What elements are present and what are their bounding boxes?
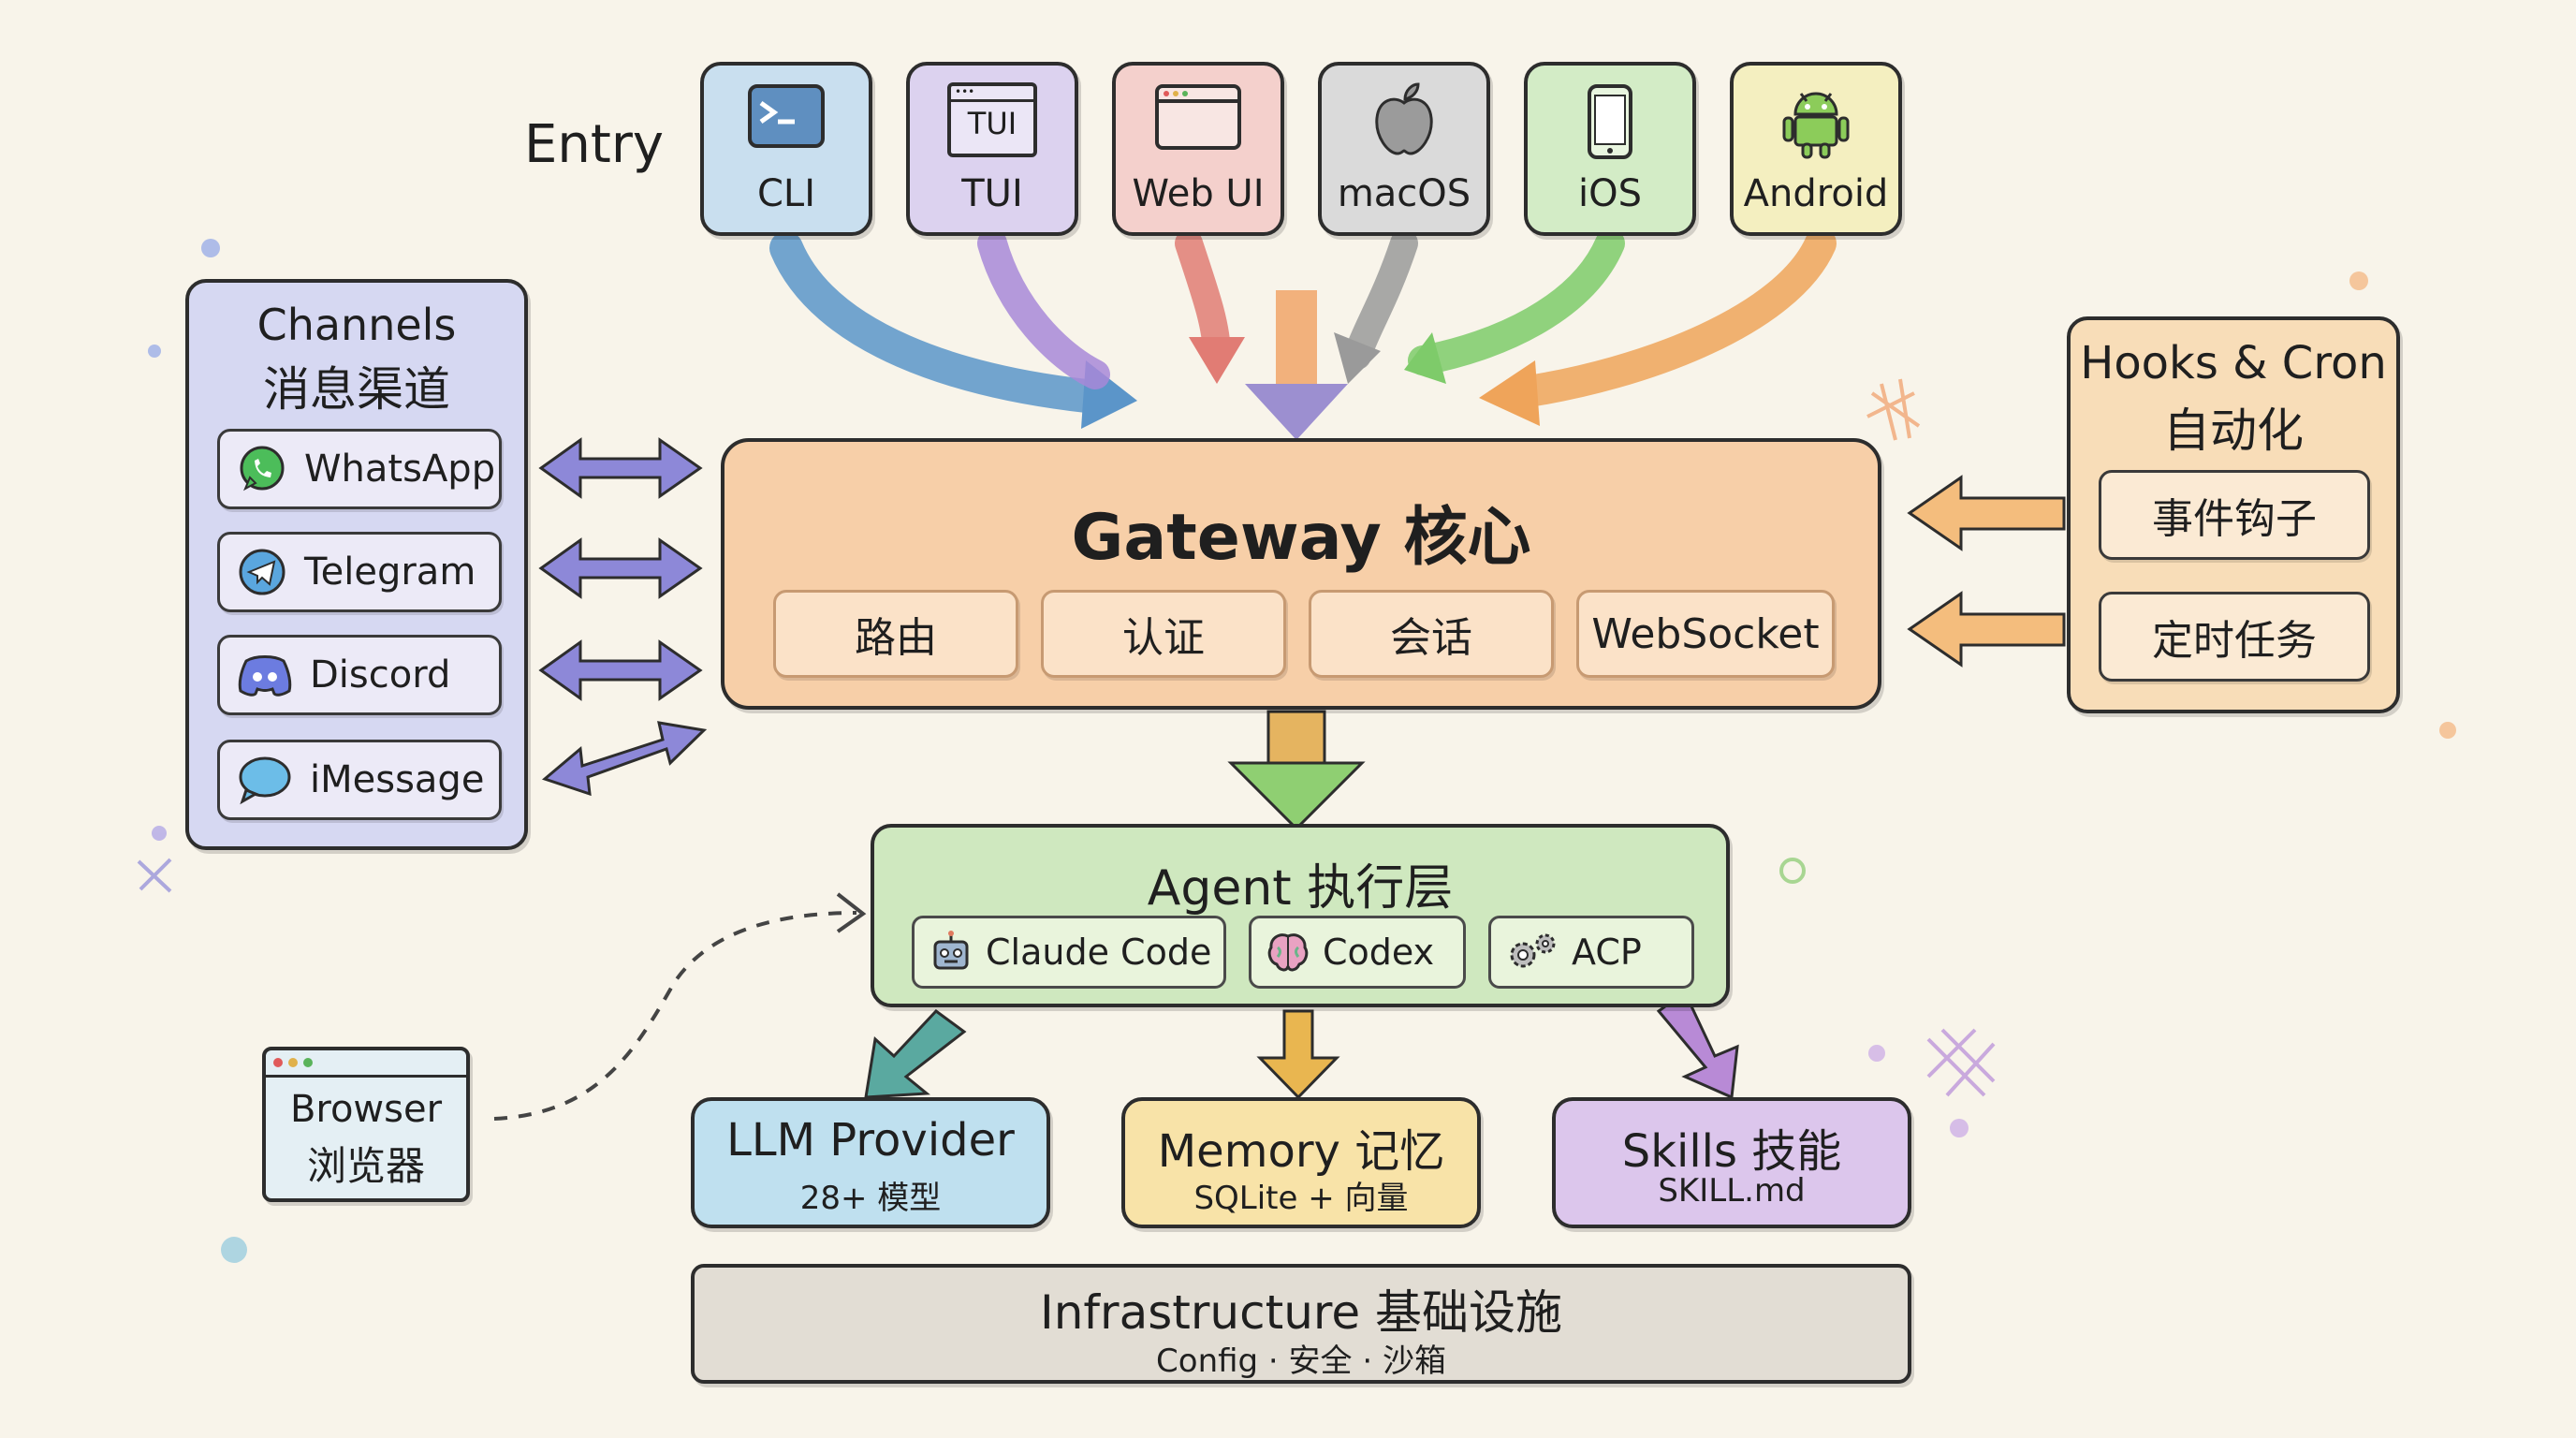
arrowhead-center — [1245, 384, 1348, 440]
whatsapp-icon — [240, 446, 285, 492]
agent-claude-code[interactable]: Claude Code — [912, 916, 1226, 989]
agent-layer: Agent 执行层 Claude Code Codex — [871, 824, 1730, 1007]
browser-window-icon — [1153, 82, 1243, 155]
channel-whatsapp[interactable]: WhatsApp — [217, 429, 502, 509]
agent-codex-label: Codex — [1323, 932, 1435, 973]
agent-acp[interactable]: ACP — [1488, 916, 1694, 989]
gears-icon — [1510, 933, 1556, 968]
entry-webui-label: Web UI — [1132, 172, 1265, 215]
arrow-tui-to-gateway — [977, 228, 1110, 389]
arrow-webui-to-gateway — [1175, 229, 1231, 370]
memory-title: Memory 记忆 — [1157, 1125, 1445, 1178]
entry-ios[interactable]: iOS — [1524, 62, 1696, 236]
arrow-ios-to-gateway — [1408, 228, 1625, 375]
browser-titlebar — [266, 1050, 466, 1078]
gateway-module-session: 会话 — [1309, 590, 1554, 678]
gateway-core: Gateway 核心 路由 认证 会话 WebSocket — [721, 438, 1881, 710]
tui-icon-text: TUI — [967, 106, 1017, 141]
llm-provider-box[interactable]: LLM Provider 28+ 模型 — [691, 1097, 1050, 1228]
gateway-module-routing: 路由 — [773, 590, 1018, 678]
infrastructure-title: Infrastructure 基础设施 — [1039, 1285, 1563, 1340]
entry-tui-label: TUI — [961, 172, 1023, 215]
minimize-dot-icon — [288, 1058, 298, 1067]
entry-webui[interactable]: Web UI — [1112, 62, 1284, 236]
skills-subtitle: SKILL.md — [1658, 1172, 1806, 1210]
maximize-dot-icon — [303, 1058, 313, 1067]
channel-imessage-label: iMessage — [310, 758, 485, 801]
gateway-title: Gateway 核心 — [1071, 501, 1531, 575]
brain-icon — [1267, 933, 1309, 972]
browser-dashed-connector — [493, 911, 857, 1121]
channel-discord[interactable]: Discord — [217, 635, 502, 715]
hooks-subtitle: 自动化 — [2163, 404, 2304, 458]
channels-subtitle: 消息渠道 — [263, 362, 450, 417]
agent-acp-label: ACP — [1572, 932, 1642, 973]
arrow-android-to-gateway — [1500, 227, 1837, 409]
discord-icon — [238, 655, 292, 697]
skills-box[interactable]: Skills 技能 SKILL.md — [1552, 1097, 1911, 1228]
hooks-event-hooks[interactable]: 事件钩子 — [2099, 470, 2370, 560]
channel-telegram-label: Telegram — [304, 550, 476, 594]
arrows-agent-to-services — [864, 990, 1739, 1100]
arrowhead-ios — [1404, 332, 1446, 384]
entry-macos[interactable]: macOS — [1318, 62, 1490, 236]
android-icon — [1778, 82, 1853, 165]
arrow-gateway-to-agent — [1227, 710, 1366, 831]
entry-macos-label: macOS — [1337, 172, 1471, 215]
infrastructure-box: Infrastructure 基础设施 Config · 安全 · 沙箱 — [691, 1264, 1911, 1384]
infrastructure-subtitle: Config · 安全 · 沙箱 — [1156, 1343, 1446, 1380]
arrowhead-cli — [1081, 360, 1137, 429]
arrow-macos-to-gateway — [1343, 229, 1418, 370]
agent-claude-code-label: Claude Code — [986, 932, 1212, 973]
arrow-cli-to-gateway — [769, 231, 1121, 415]
telegram-icon — [239, 549, 285, 595]
arrowhead-macos — [1334, 332, 1381, 384]
gateway-module-auth: 认证 — [1041, 590, 1286, 678]
channel-imessage[interactable]: iMessage — [217, 740, 502, 820]
entry-android-label: Android — [1743, 172, 1889, 215]
entry-ios-label: iOS — [1578, 172, 1642, 215]
channel-telegram[interactable]: Telegram — [217, 532, 502, 612]
channel-discord-label: Discord — [310, 653, 451, 697]
imessage-icon — [239, 756, 291, 805]
entry-cli-label: CLI — [756, 172, 815, 215]
hooks-cron-jobs[interactable]: 定时任务 — [2099, 592, 2370, 682]
entry-label: Entry — [524, 114, 664, 175]
memory-box[interactable]: Memory 记忆 SQLite + 向量 — [1121, 1097, 1481, 1228]
browser-box[interactable]: Browser 浏览器 — [262, 1047, 470, 1202]
hooks-cron-panel: Hooks & Cron 自动化 事件钩子 定时任务 — [2067, 316, 2400, 713]
channels-panel: Channels 消息渠道 WhatsApp Telegram Discord — [185, 279, 528, 850]
llm-title: LLM Provider — [726, 1114, 1015, 1167]
llm-subtitle: 28+ 模型 — [799, 1180, 942, 1217]
agent-codex[interactable]: Codex — [1249, 916, 1466, 989]
browser-title: Browser — [289, 1088, 443, 1131]
channels-title: Channels — [256, 300, 457, 350]
terminal-icon — [746, 82, 827, 154]
skills-title: Skills 技能 — [1621, 1125, 1842, 1178]
channel-double-arrows — [538, 437, 708, 797]
apple-icon — [1371, 82, 1437, 161]
phone-icon — [1586, 82, 1634, 165]
arrowhead-android — [1479, 360, 1540, 426]
entry-tui[interactable]: ••• TUI TUI — [906, 62, 1078, 236]
entry-android[interactable]: Android — [1730, 62, 1902, 236]
gateway-module-websocket: WebSocket — [1576, 590, 1835, 678]
tui-window-icon: ••• TUI — [947, 82, 1037, 157]
close-dot-icon — [273, 1058, 283, 1067]
channel-whatsapp-label: WhatsApp — [304, 448, 496, 491]
entry-cli[interactable]: CLI — [700, 62, 872, 236]
agent-title: Agent 执行层 — [1147, 860, 1454, 917]
arrowhead-webui — [1189, 337, 1245, 384]
hooks-title: Hooks & Cron — [2080, 337, 2387, 389]
robot-icon — [933, 931, 969, 970]
memory-subtitle: SQLite + 向量 — [1193, 1180, 1409, 1217]
hooks-arrows — [1907, 475, 2066, 668]
browser-subtitle: 浏览器 — [306, 1143, 425, 1189]
